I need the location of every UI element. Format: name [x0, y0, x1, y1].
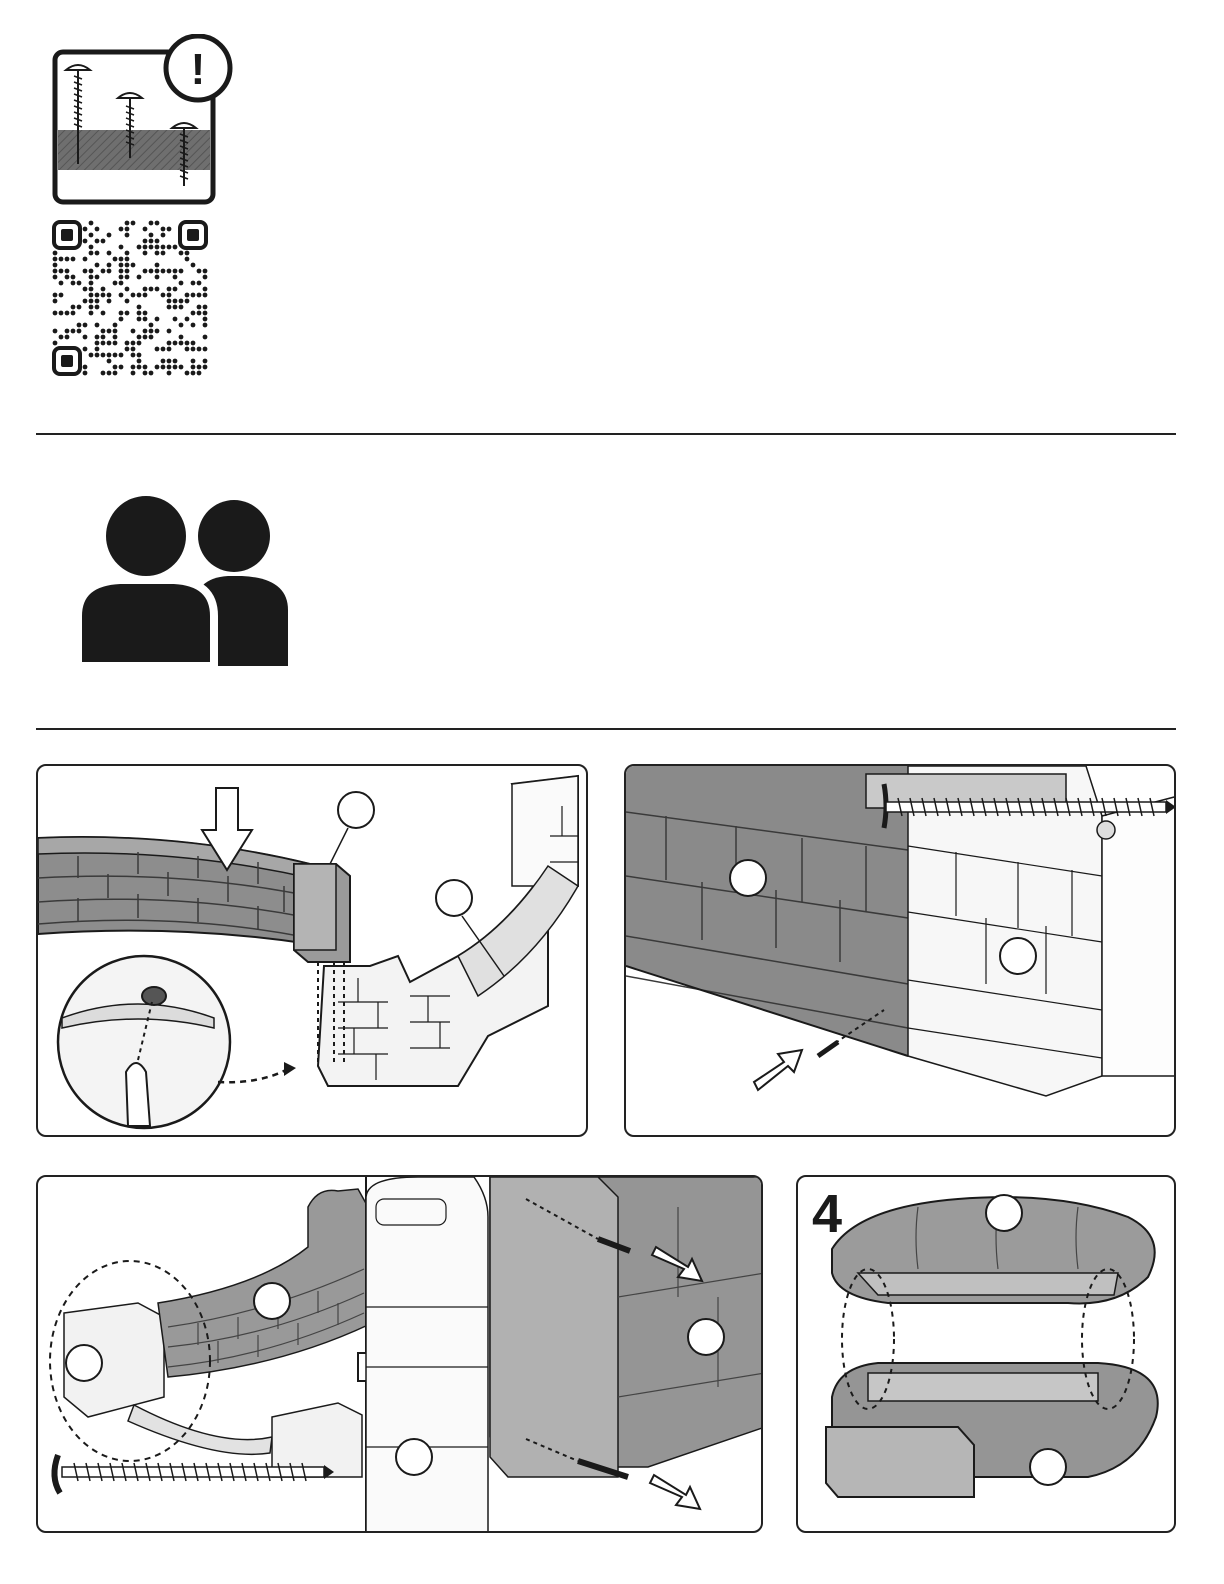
wall-screwing-illustration: [38, 1177, 763, 1533]
step-4-panel: 4: [796, 1175, 1176, 1533]
qr-code[interactable]: [52, 220, 210, 376]
section-divider-top: [36, 433, 1176, 435]
warning-badge-glyph: !: [191, 45, 206, 94]
two-people-icon: [78, 490, 294, 668]
base-assembly-illustration: [798, 1177, 1176, 1533]
step-4-number: 4: [812, 1187, 842, 1241]
screw-depth-warning-icon: !: [50, 34, 240, 206]
section-divider-bottom: [36, 728, 1176, 730]
step-3-panel: [36, 1175, 763, 1533]
screw-attachment-illustration: [626, 766, 1176, 1137]
step-2-panel: [624, 764, 1176, 1137]
wall-alignment-illustration: [38, 766, 588, 1137]
step-1-panel: [36, 764, 588, 1137]
